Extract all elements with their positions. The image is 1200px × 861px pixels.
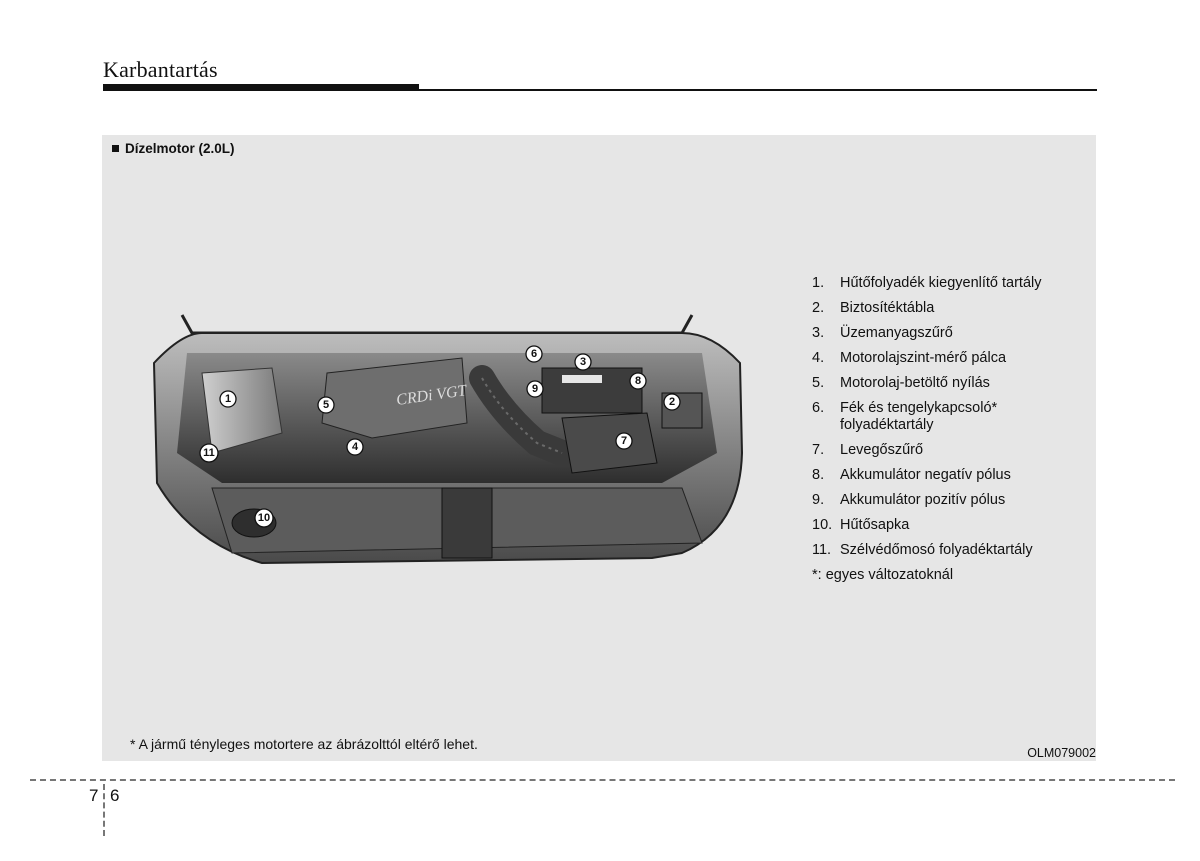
callout-6: 6 xyxy=(525,345,543,363)
figure-footnote: * A jármű tényleges motortere az ábrázol… xyxy=(130,736,478,752)
legend-item: 1.Hűtőfolyadék kiegyenlítő tartály xyxy=(812,275,1042,291)
svg-text:7: 7 xyxy=(621,435,627,447)
chapter-number: 7 xyxy=(89,786,99,805)
legend-item: 10.Hűtősapka xyxy=(812,517,910,533)
figure-heading: Dízelmotor (2.0L) xyxy=(112,141,235,156)
legend-item: 7.Levegőszűrő xyxy=(812,442,924,458)
footer-divider xyxy=(30,779,1175,781)
figure-code: OLM079002 xyxy=(1027,746,1096,760)
callout-8: 8 xyxy=(629,372,647,390)
header-rule-thick xyxy=(103,84,419,91)
figure-panel: Dízelmotor (2.0L) CRDi VGT xyxy=(102,135,1096,761)
engine-bay-illustration: CRDi VGT 1 2 3 4 5 6 7 8 9 10 11 xyxy=(152,314,744,565)
callout-2: 2 xyxy=(663,393,681,411)
legend-item: 3.Üzemanyagszűrő xyxy=(812,325,953,341)
callout-4: 4 xyxy=(346,438,364,456)
page-number-divider xyxy=(103,784,105,836)
header-rule-thin xyxy=(419,89,1097,91)
svg-text:11: 11 xyxy=(203,447,215,459)
svg-text:4: 4 xyxy=(352,441,359,453)
svg-text:10: 10 xyxy=(258,512,270,524)
svg-text:5: 5 xyxy=(323,399,329,411)
svg-text:3: 3 xyxy=(580,356,586,368)
legend-item: 4.Motorolajszint-mérő pálca xyxy=(812,350,1007,366)
svg-text:1: 1 xyxy=(225,393,231,405)
square-bullet-icon xyxy=(112,145,119,152)
callout-11: 11 xyxy=(199,443,219,463)
section-title: Karbantartás xyxy=(103,57,218,82)
legend-list: 1.Hűtőfolyadék kiegyenlítő tartály 2.Biz… xyxy=(812,275,1100,584)
legend-item: 11.Szélvédőmosó folyadéktartály xyxy=(812,542,1033,558)
callout-7: 7 xyxy=(615,432,633,450)
legend-note: *: egyes változatoknál xyxy=(812,567,954,583)
callout-9: 9 xyxy=(526,380,544,398)
figure-heading-text: Dízelmotor (2.0L) xyxy=(125,141,235,156)
callout-10: 10 xyxy=(254,508,274,528)
page-number: 6 xyxy=(110,786,120,805)
callout-5: 5 xyxy=(317,396,335,414)
legend-item: 6.Fék és tengelykapcsoló* folyadéktartál… xyxy=(812,400,998,433)
legend-item: 5.Motorolaj-betöltő nyílás xyxy=(812,375,990,391)
legend-item: 2.Biztosítéktábla xyxy=(812,300,935,316)
svg-text:9: 9 xyxy=(532,383,538,395)
callout-3: 3 xyxy=(574,353,592,371)
svg-text:2: 2 xyxy=(669,396,675,408)
legend-item: 9.Akkumulátor pozitív pólus xyxy=(812,492,1006,508)
svg-text:6: 6 xyxy=(531,348,537,360)
legend-item: 8.Akkumulátor negatív pólus xyxy=(812,467,1011,483)
callout-1: 1 xyxy=(219,390,237,408)
svg-text:8: 8 xyxy=(635,375,641,387)
